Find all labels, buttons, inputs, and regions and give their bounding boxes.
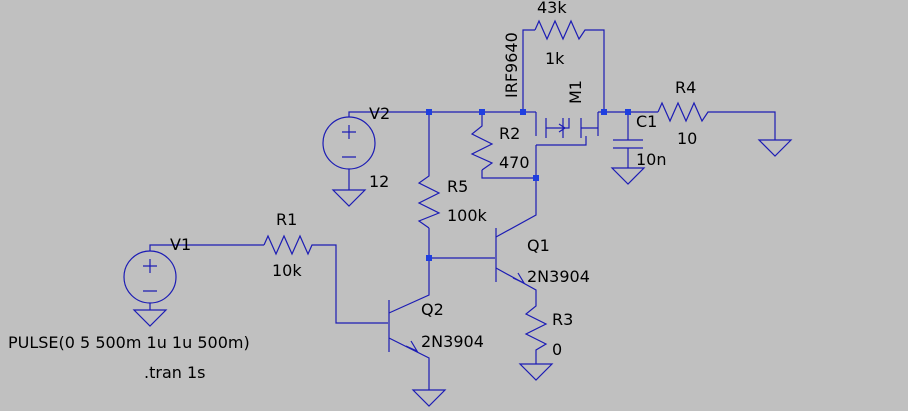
r3-value-label: 0	[552, 340, 562, 359]
ground-icon	[757, 139, 793, 157]
capacitor-c1[interactable]: C1 10n	[610, 112, 667, 185]
resistor-r3[interactable]: R3 0	[518, 300, 573, 381]
junction-dot	[426, 255, 432, 261]
resistor-r5[interactable]: R5 100k	[417, 168, 488, 229]
mosfet-m1[interactable]: M1 IRF9640	[502, 32, 599, 146]
ground-icon	[411, 389, 447, 407]
emitter-arrow-icon	[405, 340, 419, 353]
m1-name-label: M1	[566, 80, 585, 104]
r4-name-label: R4	[675, 78, 696, 97]
resistor-r4[interactable]: R4 10	[657, 78, 793, 157]
v2-value-label: 12	[369, 172, 389, 191]
resistor-r1[interactable]: R1 10k	[263, 210, 316, 280]
v2-name-label: V2	[369, 104, 390, 123]
r2-value-label: 470	[499, 153, 530, 172]
r5-name-label: R5	[447, 177, 468, 196]
m1-model-label: IRF9640	[502, 32, 521, 98]
ground-icon	[331, 189, 367, 207]
wires	[149, 29, 776, 390]
r1-name-label: R1	[276, 210, 297, 229]
v1-value-label: PULSE(0 5 500m 1u 1u 500m)	[8, 333, 250, 352]
r3-name-label: R3	[552, 310, 573, 329]
resistor-symbol	[524, 300, 548, 356]
q2-name-label: Q2	[421, 300, 444, 319]
r1-value-label: 10k	[272, 261, 302, 280]
junction-dot	[533, 175, 539, 181]
v1-name-label: V1	[170, 235, 191, 254]
voltage-source-symbol	[322, 116, 376, 170]
r5-value-label: 100k	[447, 206, 488, 225]
transistor-q2[interactable]: Q2 2N3904	[388, 300, 484, 407]
junction-dot	[479, 109, 485, 115]
r2-name-label: R2	[499, 124, 520, 143]
ground-icon	[518, 363, 554, 381]
capacitor-symbol	[613, 139, 643, 149]
transistor-q1[interactable]: Q1 2N3904	[495, 228, 590, 286]
c1-name-label: C1	[636, 112, 657, 131]
q1-model-label: 2N3904	[527, 267, 590, 286]
junction-dot	[625, 109, 631, 115]
resistor-symbol	[417, 168, 441, 229]
q2-model-label: 2N3904	[421, 332, 484, 351]
junction-dot	[520, 109, 526, 115]
r6-bottom-value-label: 1k	[545, 49, 565, 68]
voltage-source-v1[interactable]: V1 PULSE(0 5 500m 1u 1u 500m)	[8, 235, 250, 352]
resistor-r2[interactable]: R2 470	[470, 120, 530, 172]
tran-directive[interactable]: .tran 1s	[144, 363, 205, 382]
q1-name-label: Q1	[527, 236, 550, 255]
resistor-symbol	[470, 120, 494, 171]
junction-dot	[426, 109, 432, 115]
r4-value-label: 10	[677, 129, 697, 148]
ground-icon	[610, 167, 646, 185]
resistor-symbol	[263, 234, 316, 256]
resistor-symbol	[534, 19, 589, 41]
voltage-source-v2[interactable]: V2 12	[322, 104, 390, 207]
ground-icon	[132, 309, 168, 327]
c1-value-label: 10n	[636, 150, 667, 169]
resistor-symbol	[657, 101, 712, 123]
junctions	[426, 109, 631, 261]
r6-top-value-label: 43k	[537, 0, 567, 17]
junction-dot	[601, 109, 607, 115]
resistor-r6[interactable]: 43k 1k	[534, 0, 589, 68]
voltage-source-symbol	[123, 250, 177, 304]
emitter-arrow-icon	[512, 272, 526, 285]
